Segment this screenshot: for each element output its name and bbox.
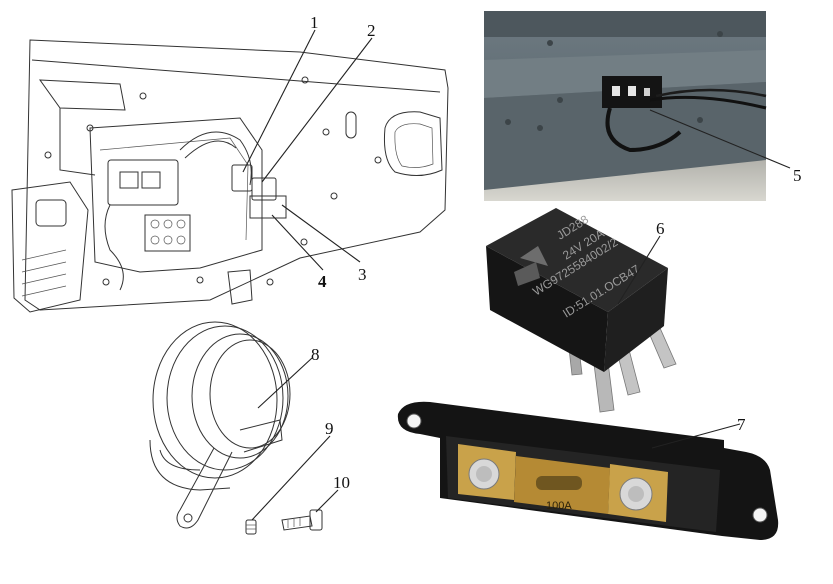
callout-3: 3	[358, 265, 367, 284]
bolt-drawing	[281, 509, 323, 531]
leader-lines-cab	[242, 29, 373, 271]
nut-drawing	[245, 519, 257, 535]
leader-line-10	[315, 489, 339, 513]
cab-front-panel-drawing	[11, 39, 449, 313]
callout-6: 6	[656, 219, 665, 238]
chassis-photo	[484, 11, 767, 201]
callout-8: 8	[311, 345, 320, 364]
leader-line-5	[649, 109, 791, 169]
horn-drawing	[149, 321, 291, 529]
callout-labels: 1 2 3 4 5 6 7 8 9 10	[310, 13, 802, 492]
leader-line-6	[617, 235, 661, 305]
leader-line-8	[257, 357, 313, 409]
callout-9: 9	[325, 419, 334, 438]
callout-4: 4	[318, 272, 327, 291]
callout-1: 1	[310, 13, 319, 32]
callout-5: 5	[793, 166, 802, 185]
callout-2: 2	[367, 21, 376, 40]
relay-component: JD288 24V 20A WG9725584002/2 ID:51.01.OC…	[486, 208, 677, 413]
fuse-rating-label: 100A	[546, 500, 572, 512]
leader-line-9	[251, 435, 331, 521]
leader-line-7	[651, 423, 741, 449]
fuse-holder-component: 100A	[397, 401, 779, 540]
callout-7: 7	[737, 415, 746, 434]
callout-10: 10	[333, 473, 350, 492]
